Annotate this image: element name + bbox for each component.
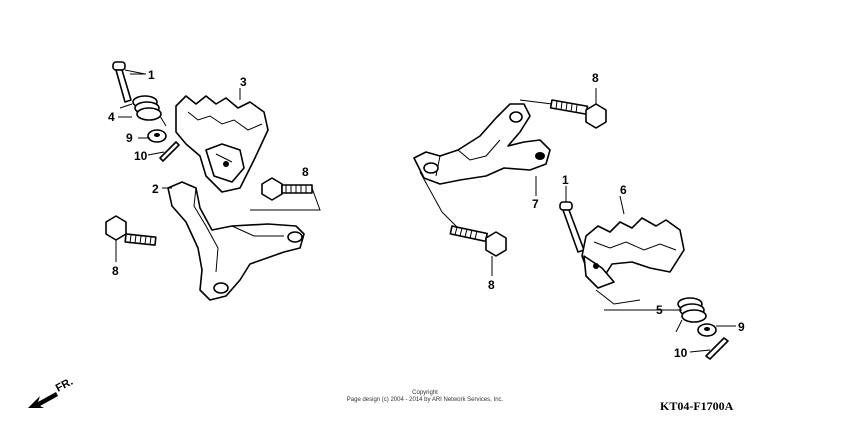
callout-8-right-lower[interactable]: 8 bbox=[488, 278, 495, 292]
bracket-part-left[interactable] bbox=[167, 181, 305, 301]
cotter-pin-part-right[interactable] bbox=[705, 337, 729, 360]
callout-5[interactable]: 5 bbox=[656, 303, 663, 317]
callout-7[interactable]: 7 bbox=[532, 197, 539, 211]
callout-10-right[interactable]: 10 bbox=[674, 346, 688, 360]
step-part-left[interactable] bbox=[175, 95, 269, 193]
callout-6[interactable]: 6 bbox=[620, 183, 627, 197]
bolt-part-right-lower[interactable] bbox=[419, 171, 507, 276]
step-part-right[interactable] bbox=[581, 217, 685, 305]
callout-8-left-lower[interactable]: 8 bbox=[112, 264, 119, 278]
callout-4[interactable]: 4 bbox=[108, 110, 115, 124]
front-direction-label: FR. bbox=[54, 376, 75, 395]
washer-part-left[interactable] bbox=[147, 129, 167, 143]
diagram-code: KT04-F1700A bbox=[660, 399, 734, 413]
spring-part-right[interactable] bbox=[675, 297, 707, 333]
callout-1-left[interactable]: 1 bbox=[148, 68, 155, 82]
front-direction-indicator: FR. bbox=[28, 376, 75, 408]
pin-part-right[interactable] bbox=[559, 186, 585, 253]
callout-8-left-upper[interactable]: 8 bbox=[302, 165, 309, 179]
callout-10-left[interactable]: 10 bbox=[134, 149, 148, 163]
cotter-pin-part-left[interactable] bbox=[159, 141, 180, 162]
callout-3[interactable]: 3 bbox=[240, 75, 247, 89]
bolt-part-left-lower[interactable] bbox=[105, 215, 157, 262]
callout-8-right-upper[interactable]: 8 bbox=[592, 71, 599, 85]
spring-part-left[interactable] bbox=[119, 95, 167, 127]
callout-9-right[interactable]: 9 bbox=[738, 320, 745, 334]
bracket-part-right[interactable] bbox=[413, 103, 551, 196]
callout-2[interactable]: 2 bbox=[152, 182, 159, 196]
washer-part-right[interactable] bbox=[697, 323, 717, 337]
bolt-part-right-upper[interactable] bbox=[519, 88, 607, 129]
callout-9-left[interactable]: 9 bbox=[126, 131, 133, 145]
copyright-line-2: Page design (c) 2004 - 2014 by ARI Netwo… bbox=[347, 397, 504, 403]
pin-part-left[interactable] bbox=[112, 61, 146, 103]
bolt-part-left-upper[interactable] bbox=[250, 177, 321, 211]
callout-1-right[interactable]: 1 bbox=[562, 173, 569, 187]
leader-lines bbox=[118, 73, 736, 353]
copyright-line-1: Copyright bbox=[412, 390, 438, 396]
